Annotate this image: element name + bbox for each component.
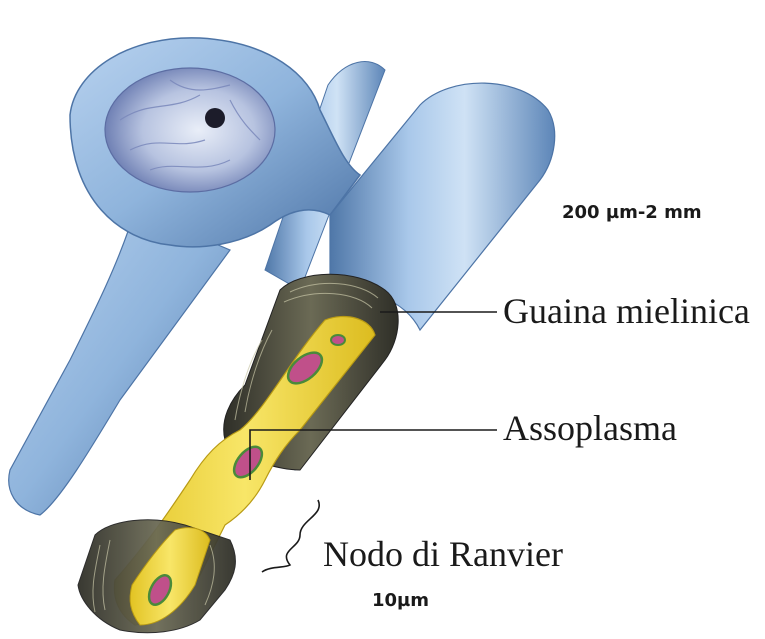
node-of-ranvier-label: Nodo di Ranvier — [323, 533, 563, 575]
myelin-sheath-label: Guaina mielinica — [503, 290, 750, 332]
node-size-label: 10µm — [372, 590, 429, 611]
length-scale-label: 200 µm-2 mm — [562, 202, 702, 223]
nucleolus — [205, 108, 225, 128]
axoplasm-label: Assoplasma — [503, 407, 677, 449]
nucleus — [105, 68, 275, 192]
node-bracket — [262, 500, 319, 572]
